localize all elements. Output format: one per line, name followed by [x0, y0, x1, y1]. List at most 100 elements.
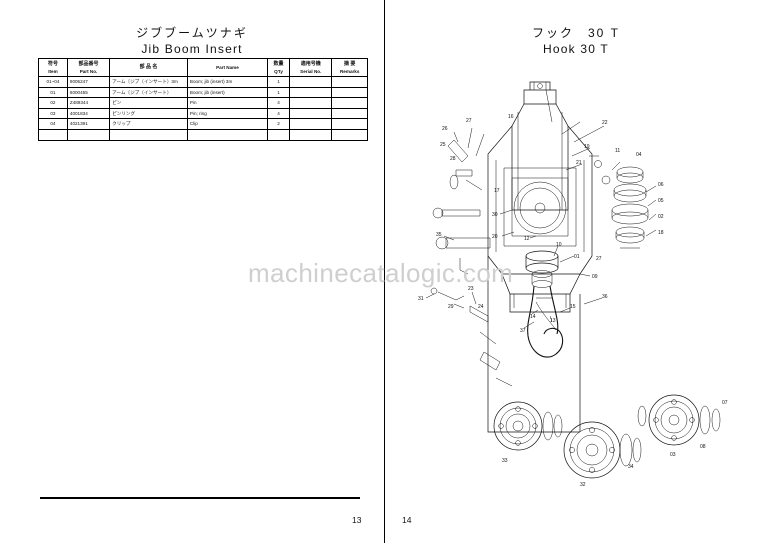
callout-36: 36 [602, 294, 608, 300]
callout-25: 25 [440, 142, 446, 148]
callout-10: 10 [556, 242, 562, 248]
cell-name-jp: アーム〔ジブ（インサート） [109, 86, 188, 99]
callout-01: 01 [574, 254, 580, 260]
left-page-title: ジブブームツナギ Jib Boom Insert [0, 26, 384, 57]
left-page-number: 13 [352, 515, 362, 525]
cell-part-no: 4001834 [66, 107, 111, 120]
cell-empty-name-jp [109, 128, 188, 141]
callout-08: 08 [700, 444, 706, 450]
left-title-japanese: ジブブームツナギ [136, 26, 248, 40]
callout-33: 33 [502, 458, 508, 464]
left-page: ジブブームツナギ Jib Boom Insert 符号 Item [0, 26, 384, 525]
sheave-assembly-c [637, 394, 721, 446]
cell-serial [289, 118, 333, 130]
callout-12: 12 [524, 236, 530, 242]
callout-26: 26 [442, 126, 448, 132]
callout-22: 22 [602, 120, 608, 126]
callout-37: 37 [520, 328, 526, 334]
callout-24: 24 [478, 304, 484, 310]
callout-13: 13 [550, 318, 556, 324]
hook-block-body [487, 81, 593, 313]
page-spine-divider [384, 0, 385, 543]
callout-09: 09 [592, 274, 598, 280]
right-page: フック 30 T Hook 30 T [384, 0, 768, 543]
cell-name-jp: クリップ [109, 118, 188, 130]
callout-29: 29 [448, 304, 454, 310]
callout-35: 35 [436, 232, 442, 238]
sheave-assembly-a [493, 401, 563, 451]
header-part-no: 部品番号 Part No. [66, 58, 111, 77]
cell-part-no: Z489344 [66, 97, 111, 109]
cell-remarks [331, 86, 368, 99]
left-small-parts [430, 139, 513, 390]
cell-serial [289, 86, 333, 99]
callout-20: 20 [492, 234, 498, 240]
cell-remarks [331, 107, 368, 120]
callout-18: 18 [658, 230, 664, 236]
cell-serial [289, 97, 333, 109]
cell-name-en: Boom; jib (insert) [186, 86, 268, 99]
callout-07: 07 [722, 400, 728, 406]
cell-empty-name-en [186, 128, 268, 141]
callout-05: 05 [658, 198, 664, 204]
cell-serial [289, 107, 333, 120]
callout-19: 19 [584, 144, 590, 150]
right-bearing-stack [589, 155, 649, 249]
header-item: 符号 Item [38, 58, 68, 77]
sheave-assembly-b [563, 421, 642, 479]
left-title-english: Jib Boom Insert [141, 42, 243, 56]
callout-14: 14 [530, 314, 536, 320]
cell-item: 01 [38, 86, 68, 99]
cell-item: 02 [38, 97, 68, 109]
header-serial-no: 適用号機 Serial No. [289, 58, 333, 77]
callout-numbers: 26 27 16 25 28 22 19 21 11 04 17 06 05 0… [418, 114, 728, 488]
callout-15: 15 [570, 304, 576, 310]
table-row: 01~04 9005247 アーム〔ジブ（インサート）3m Boom; jib … [38, 76, 368, 88]
callout-04: 04 [636, 152, 642, 158]
cell-part-no: 6000455 [66, 86, 111, 99]
callout-11: 11 [615, 148, 620, 154]
cell-empty-part-no [66, 128, 111, 141]
callout-34: 34 [628, 464, 634, 470]
header-qty: 数量 Q'ty [266, 58, 291, 77]
table-row: 02 Z489344 ピン Pin 4 [38, 97, 368, 109]
cell-qty: 4 [266, 107, 291, 120]
table-row: 01 6000455 アーム〔ジブ（インサート） Boom; jib (inse… [38, 86, 368, 99]
cell-part-no: 4021391 [66, 118, 111, 130]
cell-part-no: 9005247 [66, 76, 111, 88]
callout-02: 02 [658, 214, 664, 220]
callout-30: 30 [492, 212, 498, 218]
cell-name-en: Clip [186, 118, 268, 130]
callout-28: 28 [450, 156, 456, 162]
cell-remarks [331, 97, 368, 109]
right-title-japanese: フック 30 T [531, 26, 620, 40]
table-row: 03 4001834 ピンリング Pin; ring 4 [38, 107, 368, 120]
cell-remarks [331, 118, 368, 130]
right-page-title: フック 30 T Hook 30 T [384, 26, 768, 57]
cell-qty: 1 [266, 86, 291, 99]
table-row: 04 4021391 クリップ Clip 2 [38, 118, 368, 130]
callout-leader-lines [425, 89, 657, 329]
leader-bottom [487, 390, 580, 433]
cell-item: 04 [38, 118, 68, 130]
cell-empty-remarks [331, 128, 368, 141]
callout-03: 03 [670, 452, 676, 458]
callout-27b: 27 [596, 256, 602, 262]
left-page-bottom-rule [40, 497, 360, 499]
cell-empty-qty [266, 128, 291, 141]
callout-17: 17 [494, 188, 500, 194]
cell-empty-serial [289, 128, 333, 141]
cell-item: 01~04 [38, 76, 68, 88]
hook-30t-exploded-svg: 26 27 16 25 28 22 19 21 11 04 17 06 05 0… [418, 81, 728, 488]
cell-name-en: Boom; jib (insert) 3m [186, 76, 268, 88]
parts-table-header-row: 符号 Item 部品番号 Part No. 部 品 名 Part Name 数量 [38, 58, 368, 77]
right-title-english: Hook 30 T [543, 42, 609, 56]
cell-qty: 1 [266, 76, 291, 88]
callout-32: 32 [580, 482, 586, 488]
callout-16: 16 [508, 114, 514, 120]
cell-name-jp: ピン [109, 97, 188, 109]
cell-name-jp: アーム〔ジブ（インサート）3m [109, 76, 188, 88]
header-remarks: 摘 要 Remarks [331, 58, 368, 77]
table-empty-body [38, 128, 368, 141]
